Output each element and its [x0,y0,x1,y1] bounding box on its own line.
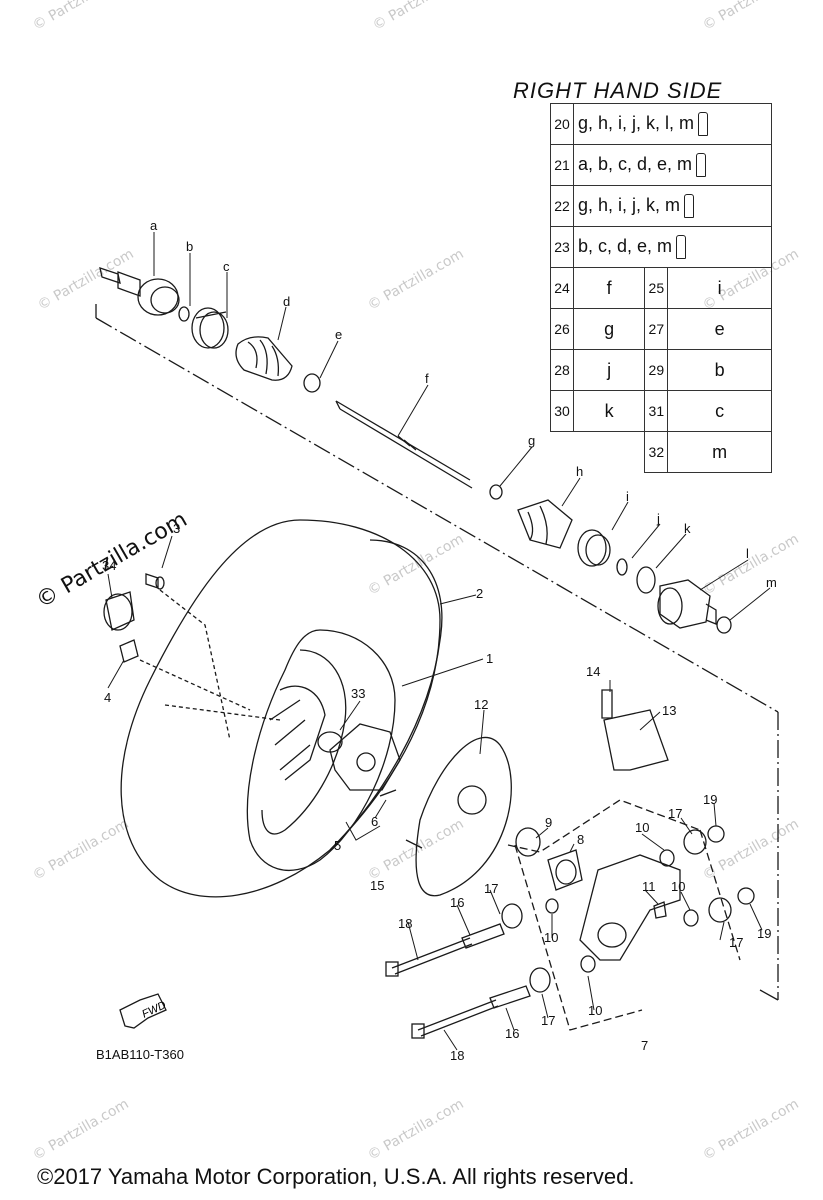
parts-kit-table: 20 g, h, i, j, k, l, m 21 a, b, c, d, e,… [550,103,772,473]
callout-label: 16 [505,1026,520,1041]
callout-label: 17 [729,935,744,950]
knuckle-assembly [507,689,755,1031]
kit-parts: b, c, d, e, m [578,235,673,256]
table-row: 20 g, h, i, j, k, l, m [550,103,772,145]
table-row: 32 m [551,431,772,473]
callout-label: 10 [588,1003,603,1018]
kit-part: e [667,308,772,350]
bolts [385,903,551,1039]
callout-label: f [425,371,429,386]
grease-tube-icon [698,112,709,136]
tire-and-wheel [120,519,443,898]
kit-ref: 30 [550,390,574,432]
callout-label: 13 [662,703,677,718]
grease-tube-icon [676,235,687,259]
callout-label: 4 [104,690,112,705]
callout-label: 18 [398,916,413,931]
callout-label: g [528,433,536,448]
grease-tube-icon [684,194,695,218]
callout-label: 11 [642,879,656,894]
kit-ref: 26 [550,308,574,350]
kit-ref: 28 [550,349,574,391]
callout-label: 15 [370,878,385,893]
callout-label: 16 [450,895,465,910]
callout-label: 1 [486,651,494,666]
kit-parts: a, b, c, d, e, m [578,153,693,174]
callout-label: 10 [544,930,559,945]
callout-label: 10 [635,820,650,835]
kit-ref: 21 [550,144,574,186]
callout-label: a [150,218,158,233]
kit-ref: 27 [644,308,669,350]
table-row: 23 b, c, d, e, m [550,226,772,268]
callout-label: 33 [351,686,366,701]
kit-part: b [667,349,772,391]
diagram-part-number: B1AB110-T360 [96,1047,184,1062]
callout-label: j [657,511,660,526]
callout-label: 6 [371,814,379,829]
kit-parts: g, h, i, j, k, l, m [578,112,695,133]
section-title: RIGHT HAND SIDE [513,78,723,103]
callout-label: l [746,546,749,561]
kit-part: i [667,267,772,309]
kit-part: g [572,308,646,350]
callout-label: 2 [476,586,484,601]
callout-label: 17 [484,881,499,896]
callout-label: 5 [334,838,342,853]
callout-label: i [626,489,629,504]
kit-parts: g, h, i, j, k, m [578,194,681,215]
callout-label: 7 [641,1038,649,1053]
callout-label: 12 [474,697,489,712]
drive-shaft-assembly [99,267,732,634]
table-row: 24 f 25 i [550,267,772,309]
callout-label: b [186,239,194,254]
kit-ref: 20 [550,103,574,145]
fwd-arrow-label: FWD [140,999,168,1020]
kit-part: k [572,390,646,432]
callout-label: 10 [671,879,686,894]
callout-label: 17 [668,806,683,821]
kit-ref: 23 [550,226,574,268]
callout-label: 17 [541,1013,556,1028]
grease-tube-icon [696,153,707,177]
kit-ref: 24 [550,267,574,309]
callout-label: 9 [545,815,553,830]
callout-label: d [283,294,291,309]
kit-ref: 29 [644,349,669,391]
table-row: 26 g 27 e [550,308,772,350]
callout-label: c [223,259,230,274]
callout-label: 8 [577,832,585,847]
callout-label: 34 [102,558,117,573]
kit-part: j [572,349,646,391]
kit-ref: 32 [644,431,669,473]
callout-label: 19 [757,926,772,941]
callout-label: m [766,575,777,590]
brake-disc [415,736,512,897]
callout-label: 19 [703,792,718,807]
hub-parts [103,573,423,849]
kit-ref: 25 [644,267,669,309]
callout-label: 18 [450,1048,465,1063]
copyright-notice: ©2017 Yamaha Motor Corporation, U.S.A. A… [37,1164,635,1189]
callout-label: h [576,464,584,479]
table-row: 21 a, b, c, d, e, m [550,144,772,186]
table-row: 22 g, h, i, j, k, m [550,185,772,227]
callout-label: e [335,327,343,342]
callout-label: 14 [586,664,601,679]
kit-part: m [667,431,772,473]
table-row: 28 j 29 b [550,349,772,391]
callout-label: k [684,521,691,536]
callout-label: 3 [173,521,181,536]
